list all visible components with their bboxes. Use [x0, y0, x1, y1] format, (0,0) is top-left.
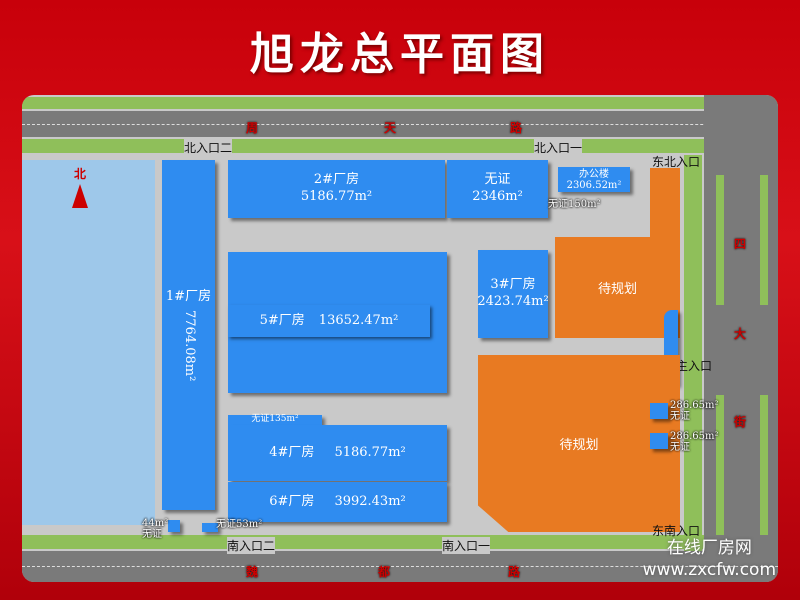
unlicensed-135[interactable]: 无证135m² — [228, 414, 322, 425]
green-belt — [22, 535, 704, 549]
median — [716, 175, 724, 305]
building-6[interactable]: 6#厂房 3992.43m² — [228, 482, 447, 522]
road-char: 路 — [510, 121, 523, 135]
unlicensed-150: 无证150m² — [548, 199, 601, 210]
building-area: 5186.77m² — [300, 189, 373, 204]
small-building-53[interactable] — [202, 523, 218, 532]
building-area: 5186.77m² — [334, 444, 406, 460]
building-area: 2306.52m² — [566, 179, 622, 191]
building-area: 286.65m² — [670, 431, 719, 442]
compass-label: 北 — [73, 167, 86, 181]
building-area: 13652.47m² — [318, 312, 399, 328]
building-note: 无证 — [670, 411, 690, 422]
green-belt — [22, 97, 778, 109]
north-arrow-icon — [72, 184, 88, 208]
road-char: 魏 — [246, 565, 259, 579]
building-name: 1#厂房 — [165, 288, 212, 304]
compass: 北 — [68, 165, 92, 208]
building-5-label-bar: 5#厂房 13652.47m² — [228, 305, 430, 337]
building-5[interactable]: 5#厂房 13652.47m² — [228, 252, 447, 393]
planned-area-north[interactable]: 待规划 — [555, 237, 680, 338]
median — [716, 395, 724, 535]
road-char: 路 — [508, 565, 521, 579]
planned-area-south[interactable]: 待规划 — [478, 355, 680, 532]
building-name: 5#厂房 — [259, 312, 305, 328]
building-name: 2#厂房 — [313, 172, 360, 188]
unlicensed-53: 无证53m² — [216, 519, 263, 530]
page-title: 旭龙总平面图 — [250, 29, 550, 80]
entrance-north-1: 北入口一 — [534, 139, 583, 156]
site-plan: 周 天 路 北入口二 北入口一 四 大 街 东北入口 主入口 魏 都 路 南入口… — [22, 95, 778, 582]
building-note: 无证 — [142, 529, 162, 540]
building-area: 3992.43m² — [334, 493, 406, 509]
green-belt — [22, 139, 778, 153]
building-4[interactable]: 4#厂房 5186.77m² — [228, 425, 447, 481]
building-name: 无证 — [484, 172, 511, 188]
building-note: 无证 — [670, 442, 690, 453]
building-area: 44m² — [142, 518, 169, 529]
building-name: 4#厂房 — [269, 444, 315, 460]
building-area: 无证135m² — [251, 414, 299, 425]
south-road — [22, 551, 778, 582]
planned-label: 待规划 — [559, 438, 599, 453]
east-small-building-2[interactable] — [650, 433, 668, 449]
road-char: 四 — [734, 237, 747, 251]
planned-area-top-strip — [650, 168, 680, 238]
watermark-text: 在线厂房网 — [666, 538, 752, 558]
adjacent-lot — [22, 160, 155, 525]
north-road — [22, 111, 778, 137]
entrance-southeast: 东南入口 — [652, 524, 701, 538]
building-area: 7764.08m² — [181, 309, 197, 382]
building-area: 2423.74m² — [477, 294, 549, 309]
building-name: 6#厂房 — [269, 493, 315, 509]
road-char: 天 — [384, 121, 397, 135]
entrance-northeast: 东北入口 — [652, 155, 701, 169]
watermark-url: www.zxcfw.com — [642, 560, 776, 581]
east-small-building-1[interactable] — [650, 403, 668, 419]
building-name: 办公楼 — [579, 168, 609, 180]
building-area: 2346m² — [472, 189, 523, 204]
entrance-south-2: 南入口二 — [227, 537, 276, 554]
road-char: 周 — [246, 121, 259, 135]
watermark: 在线厂房网 www.zxcfw.com — [643, 537, 776, 581]
entrance-main: 主入口 — [676, 359, 713, 373]
building-area: 286.65m² — [670, 400, 719, 411]
small-building-44[interactable] — [168, 520, 180, 532]
median — [760, 395, 768, 535]
building-1[interactable]: 1#厂房 7764.08m² — [162, 160, 215, 510]
entrance-south-1: 南入口一 — [442, 537, 491, 554]
green-belt — [684, 155, 702, 575]
building-name: 3#厂房 — [490, 277, 536, 293]
entrance-north-2: 北入口二 — [184, 139, 233, 156]
median — [760, 175, 768, 305]
road-char: 都 — [378, 565, 391, 579]
planned-label: 待规划 — [597, 282, 637, 297]
road-char: 街 — [734, 415, 747, 429]
road-char: 大 — [734, 327, 747, 341]
